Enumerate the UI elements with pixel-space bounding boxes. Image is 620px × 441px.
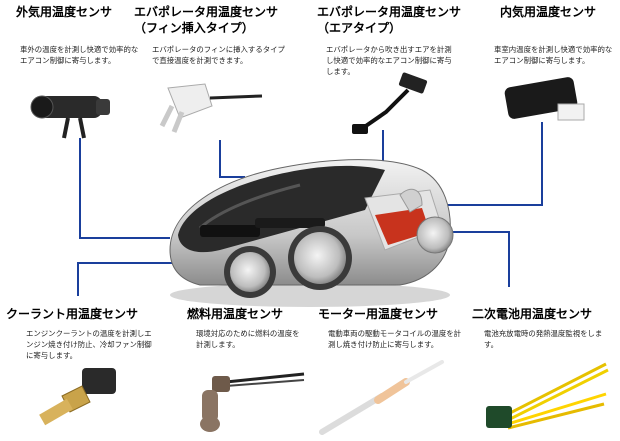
cylindrical-sensor-with-clip-icon [30,95,110,139]
sensor-description: エンジンクーラントの温度を計測しエンジン焼き付け防止、冷却ファン制御に寄与します… [26,329,152,360]
sensor-title: 二次電池用温度センサ [472,307,593,321]
probe-sensor-with-connector-icon [352,72,428,134]
sensor-title: エバポレータ用温度センサ [317,5,462,19]
fin-insert-sensor-icon [159,83,263,133]
sensor-title: モーター用温度センサ [318,307,439,321]
sensor-title-sub: （フィン挿入タイプ） [134,21,254,35]
sensor-description: 車室内温度を計測し快適で効率的なエアコン制御に寄与します。 [494,45,613,65]
black-box-sensor-icon [504,77,585,121]
brass-threaded-sensor-icon [39,368,116,426]
thin-tube-sensor-icon [319,360,444,435]
car-illustration [169,159,454,307]
leader-outside-air [79,138,170,239]
sensor-description: エバポレータから吹き出すエアを計測し快適で効率的なエアコン制御に寄与します。 [326,45,452,76]
bulb-probe-sensor-icon [200,372,305,432]
sensor-title: 外気用温度センサ [16,5,113,19]
chip-sensor-with-leads-icon [486,362,609,430]
leader-coolant [77,262,210,296]
sensor-description: 環境対応のために燃料の温度を計測します。 [196,329,300,349]
sensor-title: 燃料用温度センサ [187,307,284,321]
sensor-description: エバポレータのフィンに挿入するタイプで直接温度を計測できます。 [152,45,285,65]
sensor-title: 内気用温度センサ [500,5,597,19]
sensor-title: クーラント用温度センサ [6,307,139,321]
sensor-title-sub: （エアタイプ） [317,21,402,35]
sensor-description: 電動車両の駆動モータコイルの温度を計測し焼き付け防止に寄与します。 [328,329,462,349]
sensor-description: 車外の温度を計測し快適で効率的なエアコン制御に寄与します。 [20,45,139,65]
sensor-description: 電池充放電時の発熱温度監視をします。 [484,329,603,349]
sensor-title: エバポレータ用温度センサ [134,5,279,19]
